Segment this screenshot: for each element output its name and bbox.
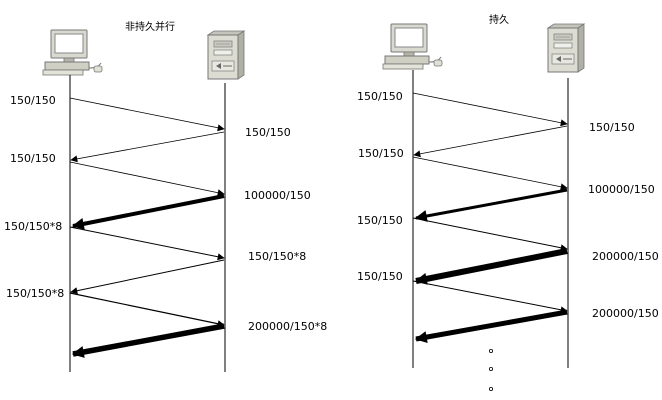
client-label: 150/150 [10,94,56,107]
client-label: 150/150 [357,214,403,227]
request-arrow [69,292,225,328]
request-arrow [412,280,568,314]
request-arrow [412,156,568,191]
client-computer-icon [42,29,103,76]
left-panel-title: 非持久并行 [125,20,175,33]
server-label: 200000/150 [592,250,659,263]
request-arrow [412,217,568,252]
client-label: 150/150 [357,270,403,283]
request-arrow [69,226,225,261]
server-label: 200000/150*8 [248,320,327,333]
server-label: 100000/150 [588,183,655,196]
response-arrow-bold [71,323,225,358]
client-computer-icon [382,23,443,70]
response-arrow-bold [414,309,568,344]
server-icon [207,30,245,80]
server-label: 150/150 [245,126,291,139]
client-label: 150/150 [357,90,403,103]
request-arrow [69,161,225,197]
continuation-dots [488,348,493,391]
server-label: 150/150*8 [248,250,306,263]
client-label: 150/150*8 [4,220,62,233]
response-arrow [413,125,568,158]
request-arrow [412,92,568,127]
response-arrow [70,131,225,163]
client-label: 150/150*8 [6,287,64,300]
server-icon [547,23,585,73]
response-arrow-bold [414,248,568,285]
client-label: 150/150 [358,147,404,160]
request-arrow [69,97,225,132]
response-arrow-bold [414,188,568,222]
client-label: 150/150 [10,152,56,165]
response-arrow-bold [71,194,225,230]
server-label: 200000/150 [592,307,659,320]
response-arrow [70,259,225,295]
right-panel-title: 持久 [489,13,509,26]
server-label: 150/150 [589,121,635,134]
server-label: 100000/150 [244,189,311,202]
